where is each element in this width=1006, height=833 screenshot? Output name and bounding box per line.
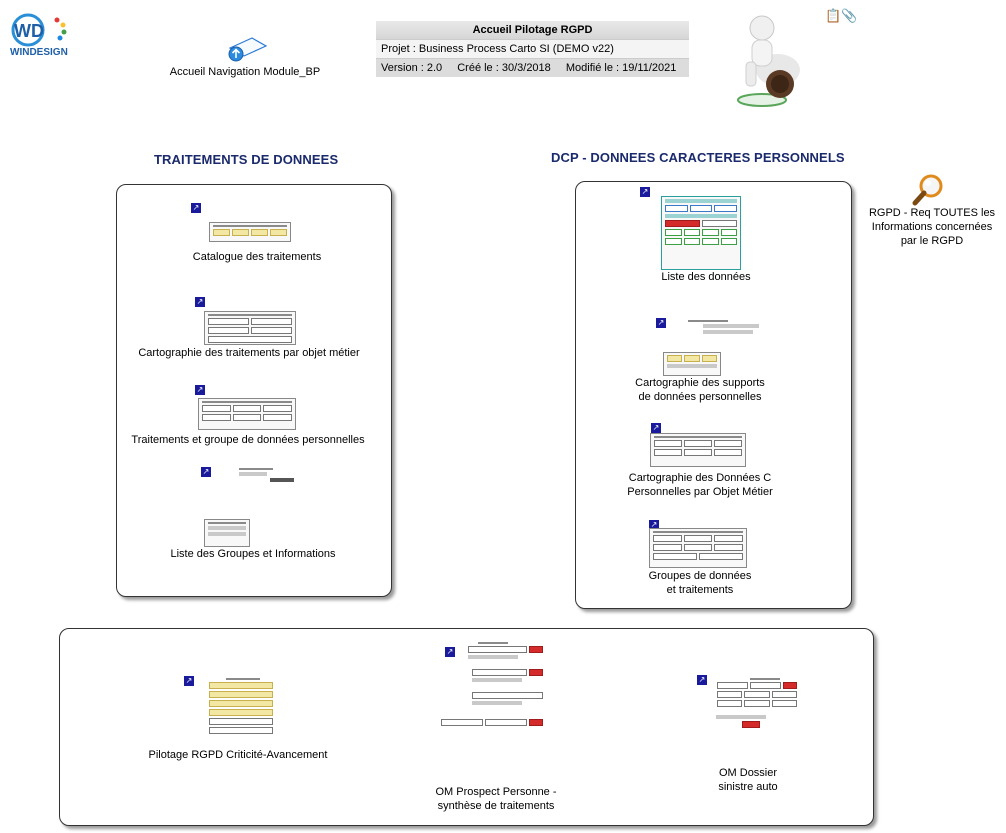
shortcut-arrow-icon[interactable]: ↗	[184, 676, 194, 686]
header-title: Accueil Pilotage RGPD	[376, 21, 689, 40]
catalogue-traitements-link[interactable]: Catalogue des traitements	[192, 251, 322, 263]
shortcut-arrow-icon[interactable]: ↗	[201, 467, 211, 477]
top-right-tools: 📋📎	[825, 8, 857, 24]
carto-supports-link[interactable]: Cartographie des supports de données per…	[635, 377, 765, 403]
shortcut-arrow-icon[interactable]: ↗	[195, 297, 205, 307]
carto-traitements-link[interactable]: Cartographie des traitements par objet m…	[138, 347, 360, 359]
shortcut-arrow-icon[interactable]: ↗	[191, 203, 201, 213]
traitements-groupe-link[interactable]: Traitements et groupe de données personn…	[131, 434, 365, 446]
logo-text: WIN	[10, 47, 30, 58]
om-dossier-thumbnail[interactable]	[714, 676, 800, 764]
carto-traitements-thumbnail[interactable]	[204, 311, 296, 345]
traitements-groupe-thumbnail[interactable]	[198, 398, 296, 430]
header-modified: Modifié le : 19/11/2021	[565, 62, 677, 74]
header-version: Version : 2.0	[381, 62, 443, 74]
shortcut-arrow-icon[interactable]: ↗	[195, 385, 205, 395]
om-prospect-link[interactable]: OM Prospect Personne - synthèse de trait…	[435, 786, 557, 812]
upload-arrow-icon	[228, 37, 268, 62]
magnifier-icon[interactable]	[912, 173, 946, 207]
supports-thumbnail[interactable]	[663, 352, 721, 376]
shortcut-arrow-icon[interactable]: ↗	[697, 675, 707, 685]
om-prospect-thumbnail[interactable]	[438, 640, 546, 782]
shortcut-arrow-icon[interactable]: ↗	[656, 318, 666, 328]
traitements-section-title: TRAITEMENTS DE DONNEES	[154, 152, 339, 167]
supports-top-thumbnail[interactable]	[685, 318, 761, 342]
groupes-traitements-thumbnail[interactable]	[649, 528, 747, 568]
nav-module-label: Accueil Navigation Module_BP	[169, 66, 321, 78]
liste-donnees-link[interactable]: Liste des données	[661, 271, 751, 283]
dcp-section-title: DCP - DONNEES CARACTERES PERSONNELS	[551, 150, 845, 165]
bottom-panel	[59, 628, 874, 826]
header-info-table: Accueil Pilotage RGPD Projet : Business …	[376, 21, 689, 77]
liste-donnees-thumbnail[interactable]	[661, 196, 741, 270]
pilotage-criticite-thumbnail[interactable]	[196, 676, 276, 748]
groupes-donnees-traitements-link[interactable]: Groupes de données et traitements	[648, 570, 752, 596]
shortcut-arrow-icon[interactable]: ↗	[651, 423, 661, 433]
clipboard-icon[interactable]: 📋	[825, 8, 842, 23]
mascot-stamp-illustration	[722, 10, 817, 110]
rgpd-request-link[interactable]: RGPD - Req TOUTES les Informations conce…	[868, 207, 996, 247]
carto-dcp-objet-metier-link[interactable]: Cartographie des Données C Personnelles …	[627, 472, 773, 498]
traitements-panel	[116, 184, 392, 597]
liste-groupes-thumbnail[interactable]	[204, 519, 250, 547]
om-dossier-link[interactable]: OM Dossier sinistre auto	[718, 767, 778, 793]
attachment-icon[interactable]: 📎	[841, 8, 858, 23]
nav-module-link[interactable]: Accueil Navigation Module_BP	[150, 34, 340, 78]
header-project: Projet : Business Process Carto SI (DEMO…	[376, 39, 689, 59]
logo-text-2: DESIGN	[29, 47, 68, 58]
header-meta: Version : 2.0 Créé le : 30/3/2018 Modifi…	[376, 58, 689, 77]
catalogue-thumbnail[interactable]	[209, 222, 291, 242]
header-created: Créé le : 30/3/2018	[457, 62, 551, 74]
windesign-logo: WD WINDESIGN	[8, 10, 78, 62]
carto-dcp-thumbnail[interactable]	[650, 433, 746, 467]
liste-groupes-link[interactable]: Liste des Groupes et Informations	[170, 548, 336, 560]
shortcut-arrow-icon[interactable]: ↗	[640, 187, 650, 197]
groupe-detail-thumbnail[interactable]	[236, 466, 300, 500]
shortcut-arrow-icon[interactable]: ↗	[445, 647, 455, 657]
svg-text:WD: WD	[14, 21, 44, 41]
pilotage-criticite-link[interactable]: Pilotage RGPD Criticité-Avancement	[148, 749, 328, 761]
shortcut-arrow-icon[interactable]: ↗	[649, 520, 659, 530]
